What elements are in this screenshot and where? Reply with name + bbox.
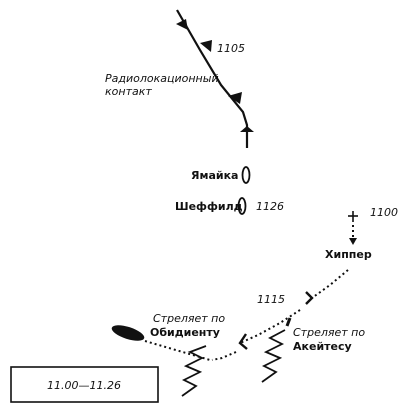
sheffield-ship-symbol xyxy=(237,197,247,215)
time-range-label: 11.00—11.26 xyxy=(47,379,121,392)
smoke-screen-right xyxy=(261,329,286,383)
sheffield-label: Шеффилд xyxy=(175,200,243,213)
hipper-track xyxy=(211,211,358,361)
radar-contact-label-line2: контакт xyxy=(105,85,152,98)
obdurate-ship-symbol xyxy=(111,325,145,341)
time-1126-label: 1126 xyxy=(256,200,284,213)
fires-at-obdurate-line1: Стреляет по xyxy=(153,312,225,325)
fires-at-achates-line1: Стреляет по xyxy=(293,326,365,339)
fires-at-achates-line2: Акейтесу xyxy=(293,340,352,353)
time-1115-label: 1115 xyxy=(257,293,285,306)
hipper-turn-marker-2 xyxy=(238,333,248,350)
time-1105-label: 1105 xyxy=(217,42,245,55)
time-1100-label: 1100 xyxy=(370,206,398,219)
hipper-turn-marker xyxy=(305,291,314,305)
track-arrow-1 xyxy=(176,19,188,30)
time-range-box: 11.00—11.26 xyxy=(10,366,159,403)
track-arrow-4 xyxy=(240,126,254,132)
track-arrow-2 xyxy=(200,40,212,52)
jamaica-ship-symbol xyxy=(241,166,251,184)
fire-marker-achates xyxy=(285,317,292,327)
radar-contact-label-line1: Радиолокационный xyxy=(105,72,219,85)
british-cruisers-track xyxy=(176,9,254,148)
smoke-screen-left xyxy=(181,345,207,397)
fires-at-obdurate-line2: Обидиенту xyxy=(150,326,220,339)
track-arrow-3 xyxy=(228,92,242,104)
jamaica-label: Ямайка xyxy=(191,169,238,182)
hipper-label: Хиппер xyxy=(325,248,372,261)
